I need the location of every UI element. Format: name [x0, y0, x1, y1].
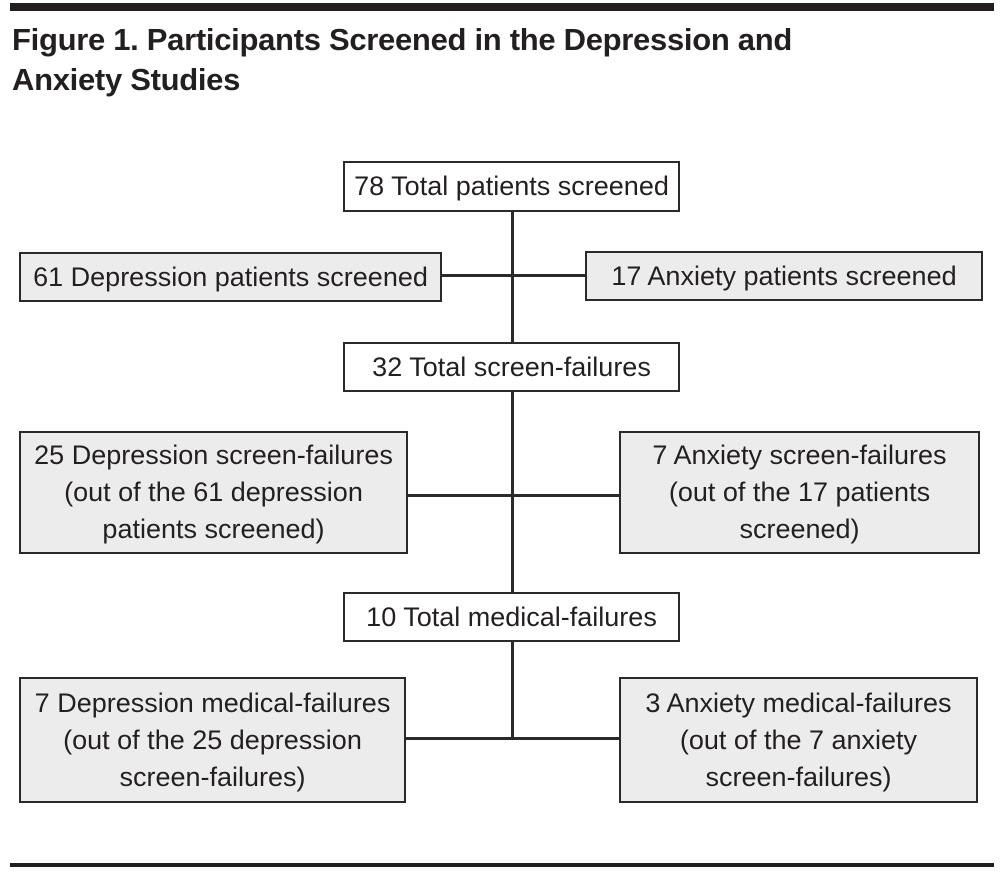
- box-depression-medical-failures: 7 Depression medical-failures (out of th…: [19, 677, 406, 803]
- connector-total-to-screenfailures: [511, 211, 514, 343]
- box-total-patients-screened: 78 Total patients screened: [343, 161, 680, 212]
- connector-medicalfailures-vertical: [511, 641, 514, 740]
- connector-screenfailures-horizontal: [407, 494, 620, 497]
- top-rule: [10, 3, 994, 11]
- box-total-medical-failures: 10 Total medical-failures: [343, 592, 680, 642]
- box-anxiety-screen-failures: 7 Anxiety screen-failures (out of the 17…: [619, 431, 980, 554]
- connector-screened-horizontal: [442, 274, 586, 277]
- connector-screenfailures-to-medicalfailures: [511, 390, 514, 594]
- figure-title: Figure 1. Participants Screened in the D…: [12, 22, 792, 97]
- box-depression-screen-failures: 25 Depression screen-failures (out of th…: [19, 431, 408, 554]
- connector-medicalfailures-horizontal: [405, 737, 620, 740]
- box-depression-patients-screened: 61 Depression patients screened: [19, 252, 442, 302]
- box-total-screen-failures: 32 Total screen-failures: [343, 342, 680, 392]
- bottom-rule: [10, 863, 994, 867]
- box-anxiety-patients-screened: 17 Anxiety patients screened: [585, 251, 983, 301]
- box-anxiety-medical-failures: 3 Anxiety medical-failures (out of the 7…: [619, 677, 978, 803]
